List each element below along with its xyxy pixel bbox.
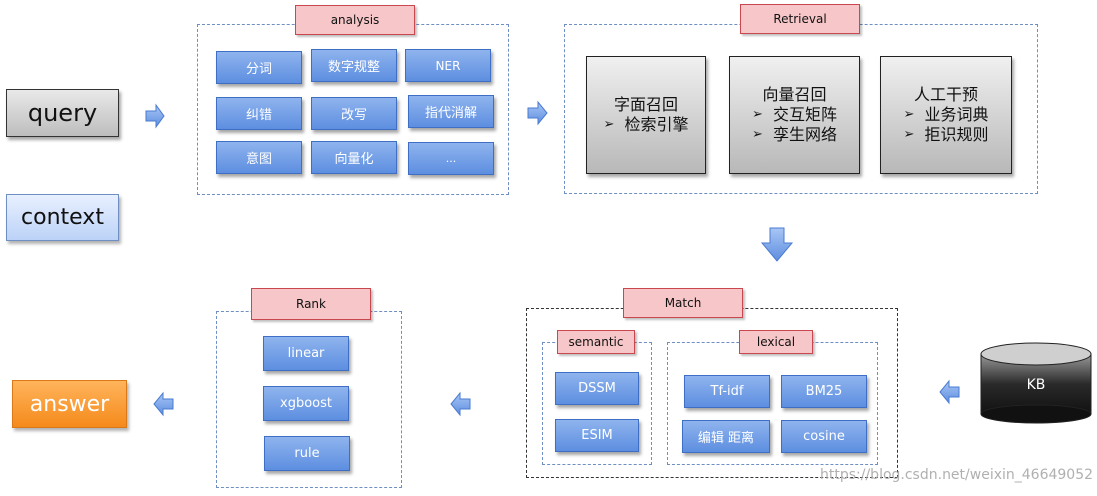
- retrieval-box-item: ➢ 检索引擎: [604, 115, 689, 135]
- retrieval-box-item: ➢ 业务词典: [904, 105, 989, 125]
- lexical-item: 编辑 距离: [682, 420, 770, 453]
- arrow-right-icon: [527, 100, 548, 126]
- retrieval-manual-box: 人工干预 ➢ 业务词典 ➢ 拒识规则: [880, 56, 1012, 174]
- retrieval-box-item: ➢ 拒识规则: [904, 125, 989, 145]
- bullet-arrow-icon: ➢: [752, 127, 763, 142]
- analysis-item: 分词: [216, 51, 302, 84]
- lexical-header: lexical: [739, 330, 813, 354]
- analysis-item: 向量化: [311, 141, 397, 174]
- semantic-item: DSSM: [555, 372, 639, 405]
- bullet-arrow-icon: ➢: [903, 127, 915, 142]
- lexical-item: Tf-idf: [684, 375, 770, 408]
- analysis-item: NER: [405, 49, 491, 82]
- analysis-item: 纠错: [216, 97, 302, 130]
- retrieval-box-title: 人工干预: [913, 85, 978, 104]
- retrieval-box-item-label: 业务词典: [924, 105, 989, 124]
- analysis-item: 指代消解: [408, 95, 494, 128]
- rank-header: Rank: [251, 288, 371, 320]
- retrieval-header: Retrieval: [740, 4, 860, 34]
- analysis-item: 数字规整: [311, 49, 397, 82]
- retrieval-box-item: ➢ 交互矩阵: [752, 105, 837, 125]
- semantic-item: ESIM: [555, 419, 639, 452]
- watermark: https://blog.csdn.net/weixin_46649052: [820, 467, 1094, 483]
- arrow-right-icon: [145, 103, 165, 129]
- lexical-item: cosine: [781, 420, 867, 453]
- rank-item: xgboost: [263, 386, 349, 421]
- query-box: query: [6, 89, 119, 137]
- arrow-left-icon: [450, 391, 471, 417]
- rank-item: linear: [263, 336, 349, 371]
- retrieval-box-title: 向量召回: [762, 85, 827, 104]
- analysis-item: 改写: [311, 97, 397, 130]
- arrow-left-icon: [939, 379, 960, 405]
- retrieval-box-item-label: 拒识规则: [924, 125, 989, 144]
- retrieval-vector-box: 向量召回 ➢ 交互矩阵 ➢ 孪生网络: [729, 56, 860, 174]
- answer-box: answer: [12, 380, 127, 428]
- retrieval-literal-box: 字面召回 ➢ 检索引擎: [586, 56, 706, 174]
- kb-cylinder-icon: [980, 342, 1092, 424]
- semantic-header: semantic: [557, 330, 635, 354]
- match-header: Match: [623, 288, 743, 318]
- arrow-left-icon: [153, 391, 174, 417]
- rank-item: rule: [264, 436, 350, 471]
- retrieval-box-item-label: 交互矩阵: [772, 105, 837, 124]
- analysis-item: 意图: [216, 141, 302, 174]
- bullet-arrow-icon: ➢: [752, 107, 763, 122]
- analysis-item: ...: [408, 142, 494, 175]
- context-box: context: [6, 194, 119, 241]
- arrow-down-icon: [760, 227, 794, 262]
- bullet-arrow-icon: ➢: [603, 117, 615, 132]
- lexical-item: BM25: [781, 375, 867, 408]
- retrieval-box-item: ➢ 孪生网络: [752, 125, 837, 145]
- retrieval-box-item-label: 孪生网络: [772, 125, 837, 144]
- analysis-header: analysis: [295, 5, 415, 35]
- kb-label: KB: [1026, 377, 1046, 393]
- retrieval-box-item-label: 检索引擎: [624, 115, 689, 134]
- bullet-arrow-icon: ➢: [903, 107, 915, 122]
- retrieval-box-title: 字面召回: [613, 95, 678, 114]
